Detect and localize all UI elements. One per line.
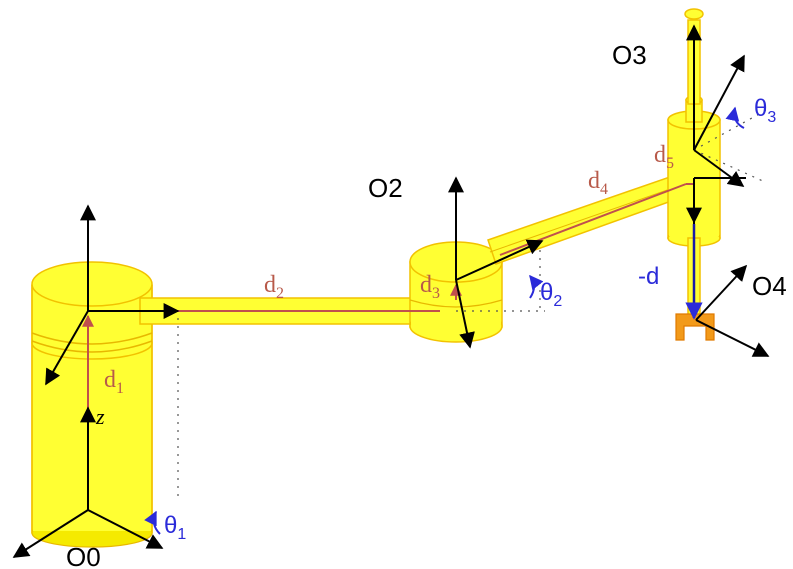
frame-o0-axes bbox=[12, 406, 164, 558]
label-minus-d: -d bbox=[638, 263, 659, 290]
label-d3: d3 bbox=[420, 272, 440, 302]
frame-o2-axes bbox=[448, 176, 544, 349]
base-column bbox=[31, 261, 153, 548]
theta2-arc bbox=[529, 274, 544, 299]
frame-wrist-mid-axes bbox=[686, 177, 746, 224]
y0-axis-arrow bbox=[87, 509, 164, 549]
x0-axis-arrow bbox=[12, 509, 89, 558]
frame-o4-axes bbox=[695, 264, 770, 357]
label-theta2: θ2 bbox=[540, 279, 562, 310]
label-d4: d4 bbox=[588, 168, 608, 198]
angle-labels: θ1 θ2 θ3 bbox=[164, 95, 776, 543]
theta3-arc bbox=[725, 106, 745, 129]
label-o0: O0 bbox=[66, 542, 101, 569]
label-d1: d1 bbox=[104, 367, 124, 397]
label-theta1: θ1 bbox=[164, 512, 186, 543]
label-o2: O2 bbox=[368, 173, 403, 203]
rotation-arcs bbox=[144, 106, 745, 535]
frame-o3-axes bbox=[686, 24, 745, 187]
label-d5: d5 bbox=[654, 142, 674, 172]
dotted-guides bbox=[177, 107, 771, 500]
distance-labels: d1 d2 d3 d4 d5 -d bbox=[104, 142, 674, 397]
frame-o1-axes bbox=[45, 204, 180, 386]
label-theta3: θ3 bbox=[754, 95, 776, 126]
theta1-arc bbox=[144, 510, 161, 535]
label-z-axis: z bbox=[95, 404, 105, 429]
label-o4: O4 bbox=[752, 271, 787, 301]
frame-labels: O0 O2 O3 O4 bbox=[66, 40, 787, 569]
label-o3: O3 bbox=[612, 40, 647, 70]
label-d2: d2 bbox=[264, 272, 284, 302]
